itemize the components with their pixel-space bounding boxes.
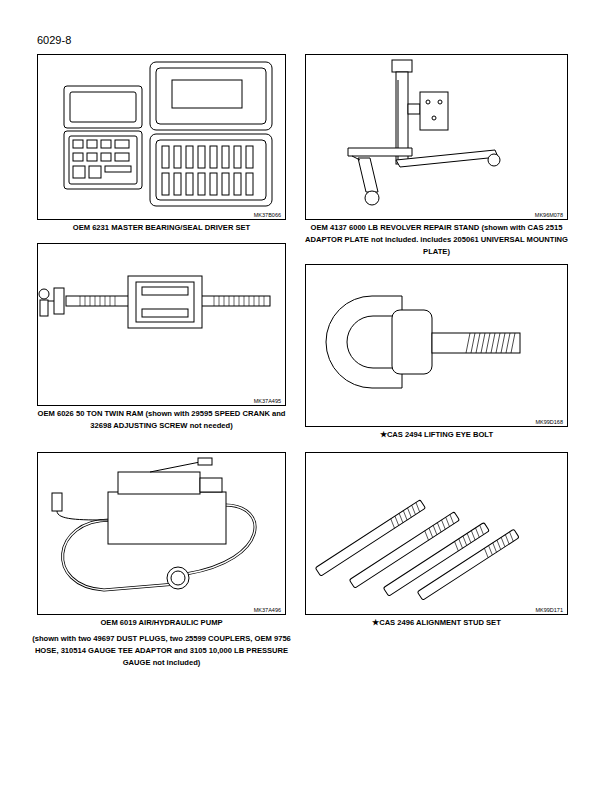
figure-code: MK37A496 — [253, 607, 282, 613]
twin-ram — [39, 276, 270, 328]
tool-panel: MK37A496OEM 6019 AIR/HYDRAULIC PUMP(show… — [37, 452, 286, 615]
tool-panel: MK99D168★CAS 2494 LIFTING EYE BOLT — [305, 264, 568, 427]
tool-caption: ★CAS 2496 ALIGNMENT STUD SET — [300, 617, 573, 629]
tool-panel: MK37B066OEM 6231 MASTER BEARING/SEAL DRI… — [37, 54, 286, 220]
figure-code: MK99D171 — [534, 607, 564, 613]
figure-code: MK99D168 — [534, 419, 564, 425]
tool-panel: MK37A495OEM 6026 50 TON TWIN RAM (shown … — [37, 243, 286, 406]
page-number: 6029-8 — [37, 34, 71, 46]
caption-group: OEM 4137 6000 LB REVOLVER REPAIR STAND (… — [300, 222, 573, 258]
driver-set-cases — [64, 62, 272, 206]
tool-caption: OEM 6231 MASTER BEARING/SEAL DRIVER SET — [32, 222, 291, 234]
hydraulic-pump — [52, 458, 255, 590]
caption-group: ★CAS 2494 LIFTING EYE BOLT — [300, 429, 573, 441]
tool-caption: ★CAS 2494 LIFTING EYE BOLT — [300, 429, 573, 441]
tool-panel: MK96M078OEM 4137 6000 LB REVOLVER REPAIR… — [305, 54, 568, 220]
tool-caption: OEM 4137 6000 LB REVOLVER REPAIR STAND (… — [300, 222, 573, 258]
caption-group: OEM 6026 50 TON TWIN RAM (shown with 295… — [32, 408, 291, 432]
caption-group: ★CAS 2496 ALIGNMENT STUD SET — [300, 617, 573, 629]
alignment-studs — [315, 500, 519, 600]
figure-code: MK96M078 — [534, 212, 564, 218]
caption-group: OEM 6019 AIR/HYDRAULIC PUMP (shown with t… — [32, 617, 291, 669]
tool-panel: MK99D171★CAS 2496 ALIGNMENT STUD SET — [305, 452, 568, 615]
figure-code: MK37B066 — [253, 212, 282, 218]
tool-caption: (shown with two 49697 DUST PLUGS, two 25… — [32, 633, 291, 669]
tool-caption: OEM 6019 AIR/HYDRAULIC PUMP — [32, 617, 291, 629]
repair-stand — [348, 60, 500, 205]
caption-group: OEM 6231 MASTER BEARING/SEAL DRIVER SET — [32, 222, 291, 234]
tool-caption: OEM 6026 50 TON TWIN RAM (shown with 295… — [32, 408, 291, 432]
figure-code: MK37A495 — [253, 398, 282, 404]
eye-bolt — [326, 296, 520, 388]
